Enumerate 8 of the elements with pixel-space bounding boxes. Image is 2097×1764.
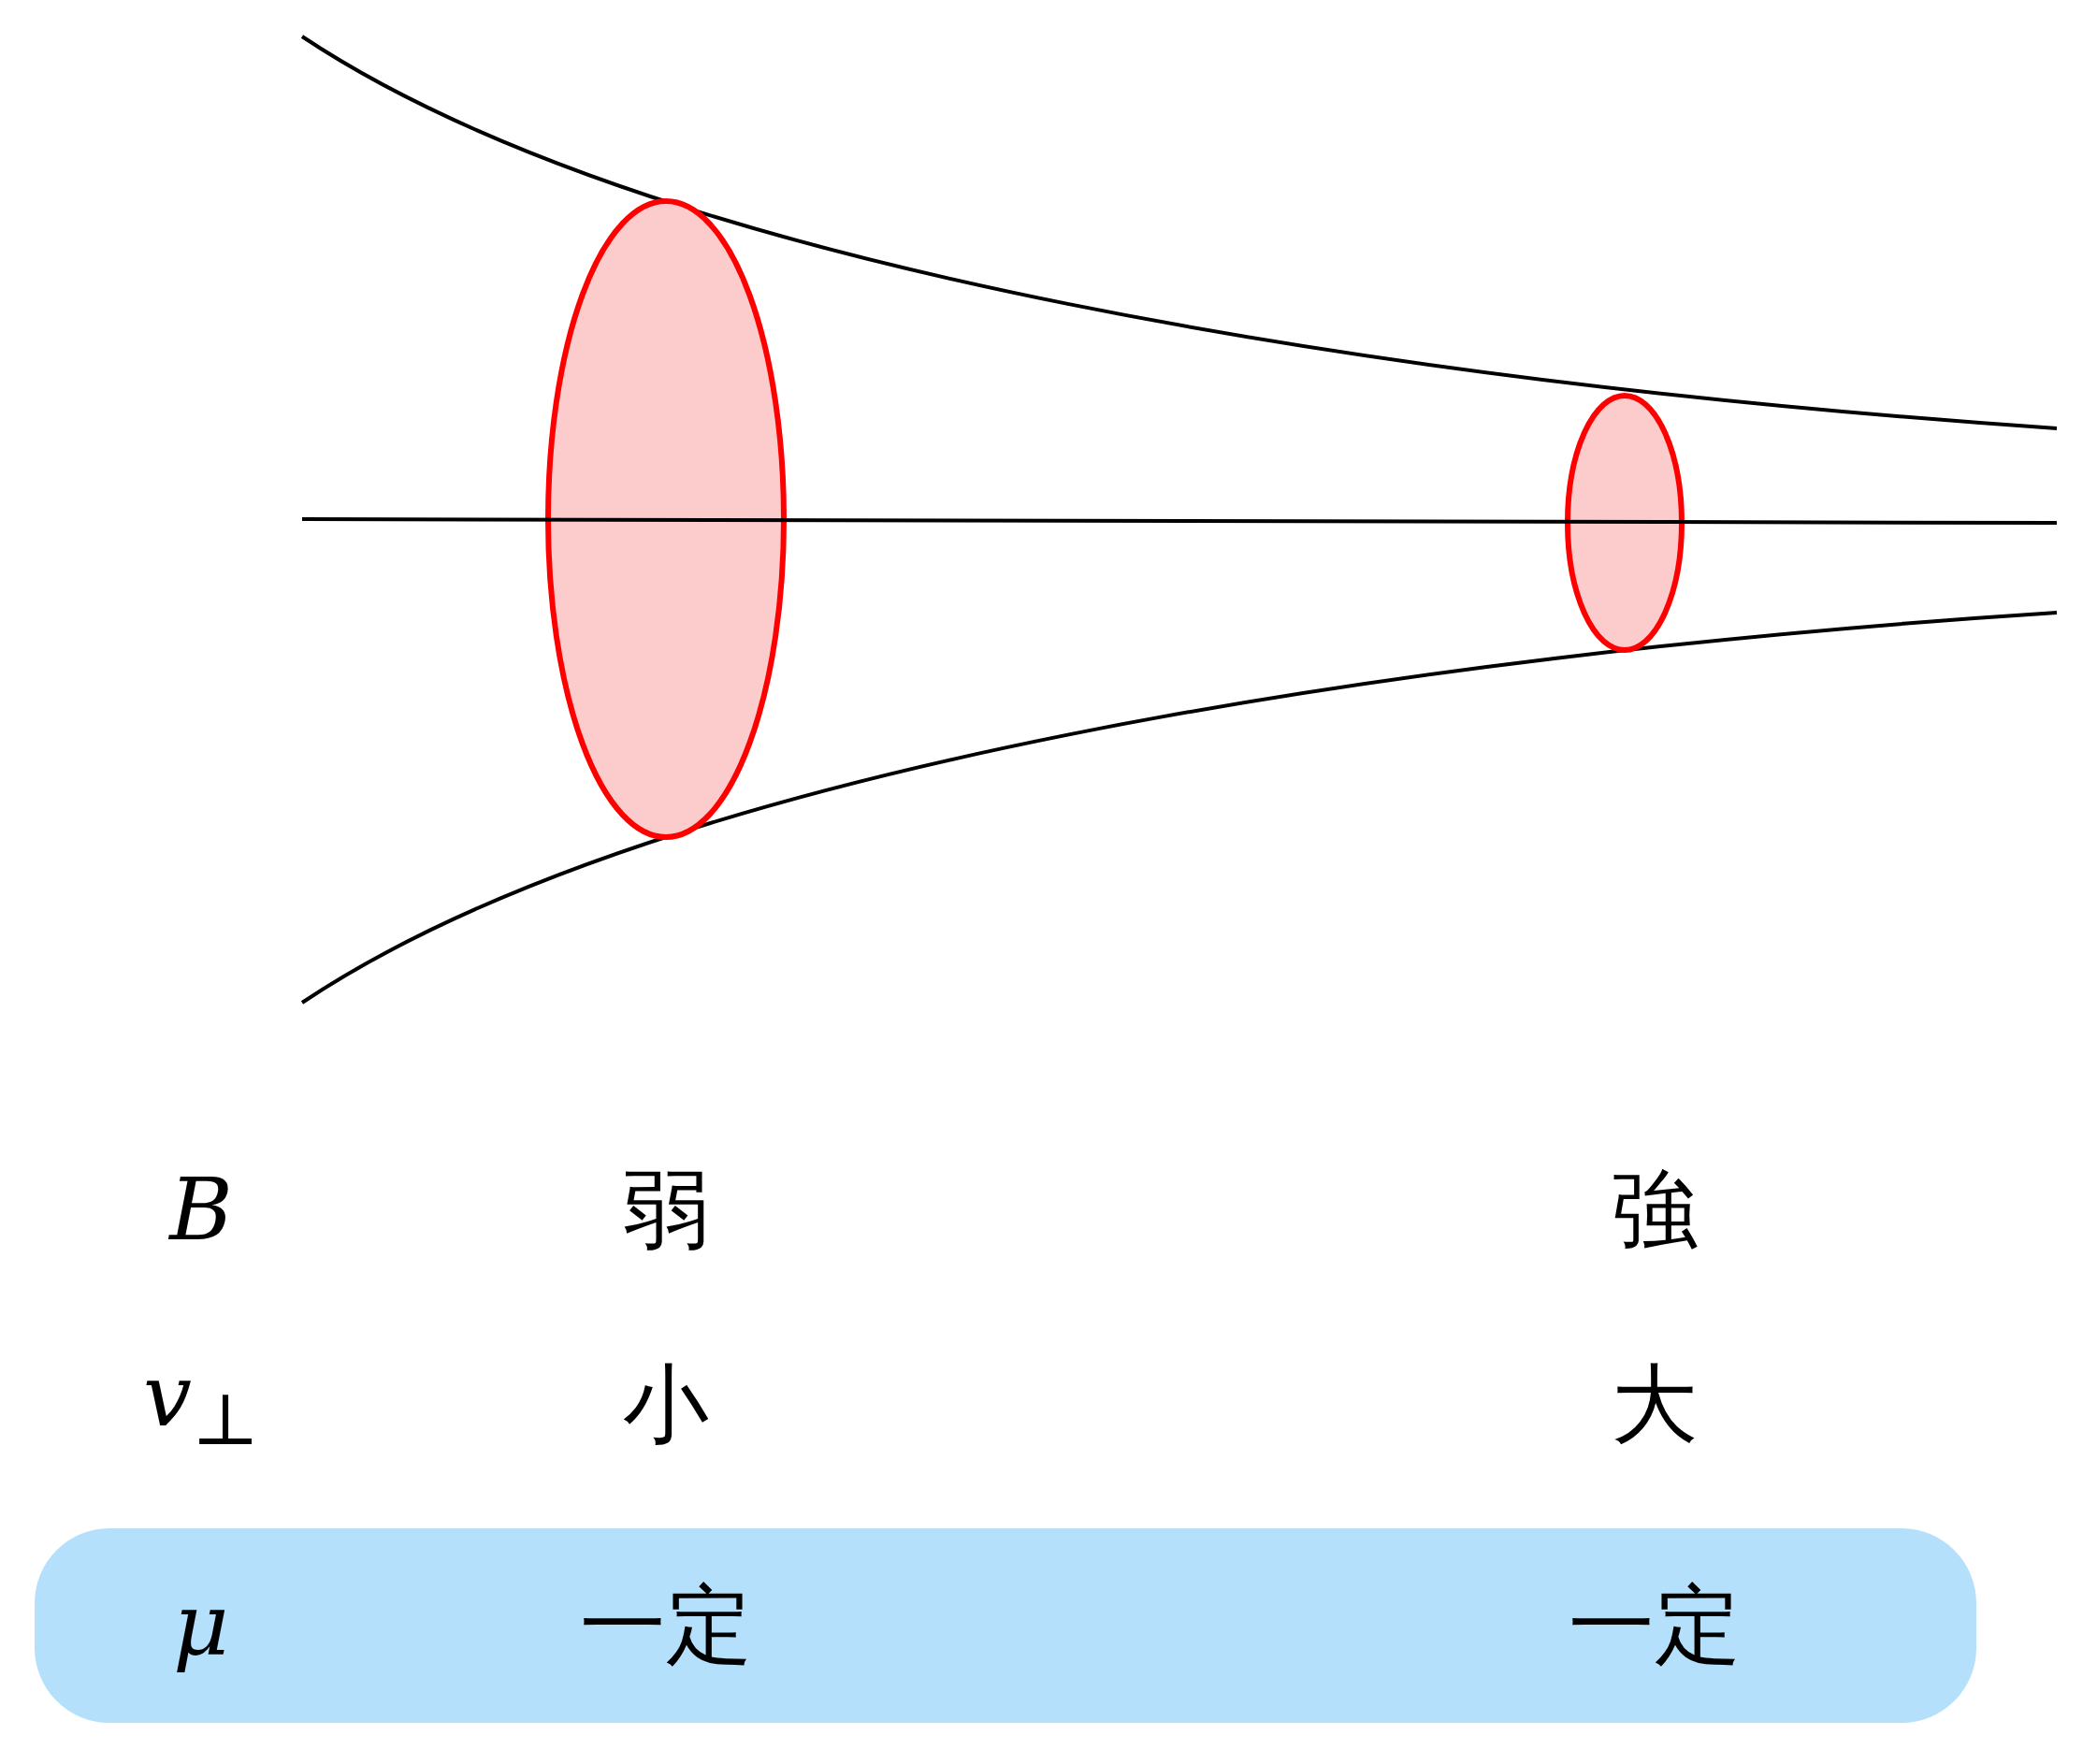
value-text: 強 <box>1612 1167 1698 1253</box>
value-text: 弱 <box>623 1167 709 1253</box>
quantity-symbol: v$_{⊥}$ <box>142 1353 260 1456</box>
value-text: 大 <box>1612 1362 1698 1448</box>
value-text: 一定 <box>1569 1583 1741 1669</box>
quantity-symbol: B <box>169 1167 233 1253</box>
value-text: 一定 <box>580 1583 752 1669</box>
value-text: 小 <box>623 1362 709 1448</box>
